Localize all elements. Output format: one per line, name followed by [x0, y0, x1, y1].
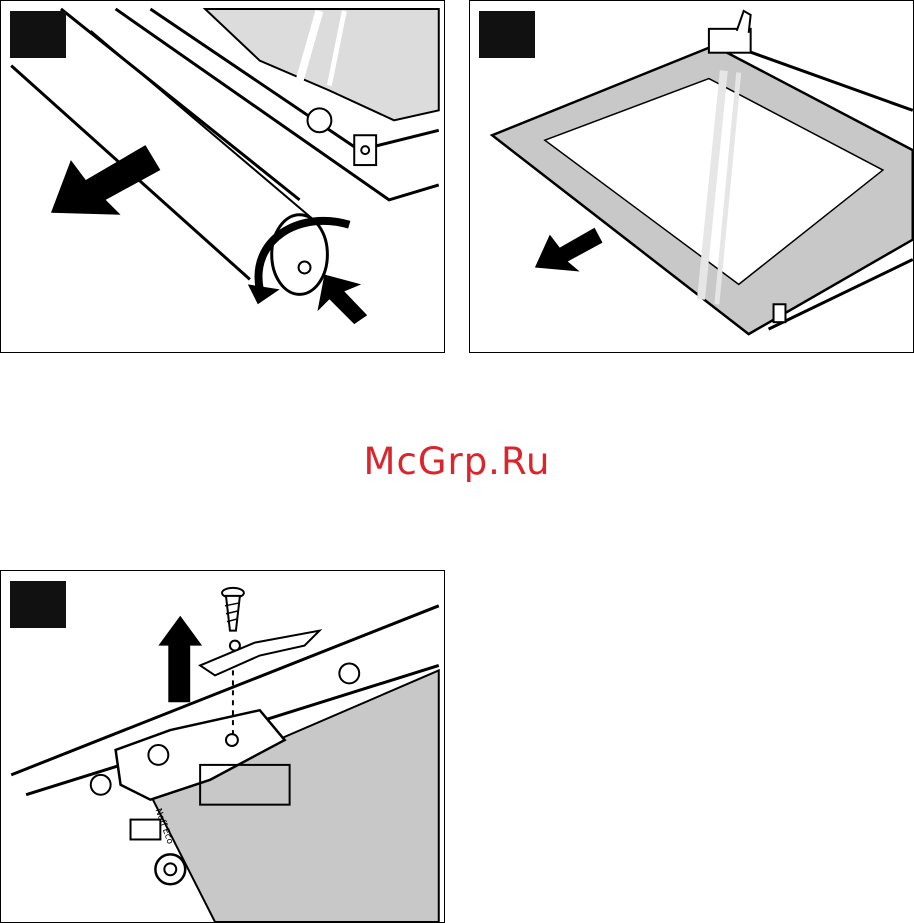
watermark-text: McGrp.Ru: [0, 440, 914, 483]
step-number-box-3: [10, 581, 66, 628]
clip-screw-drawing: Neff Eco: [1, 571, 444, 922]
illustration-panel-3: Neff Eco: [0, 570, 445, 923]
illustration-panel-2: [469, 0, 914, 353]
step-number-box-2: [479, 11, 535, 58]
step-number-box-1: [10, 11, 66, 58]
glass-removal-drawing: [470, 1, 913, 352]
illustration-panel-1: [0, 0, 445, 353]
hinge-removal-drawing: [1, 1, 444, 352]
